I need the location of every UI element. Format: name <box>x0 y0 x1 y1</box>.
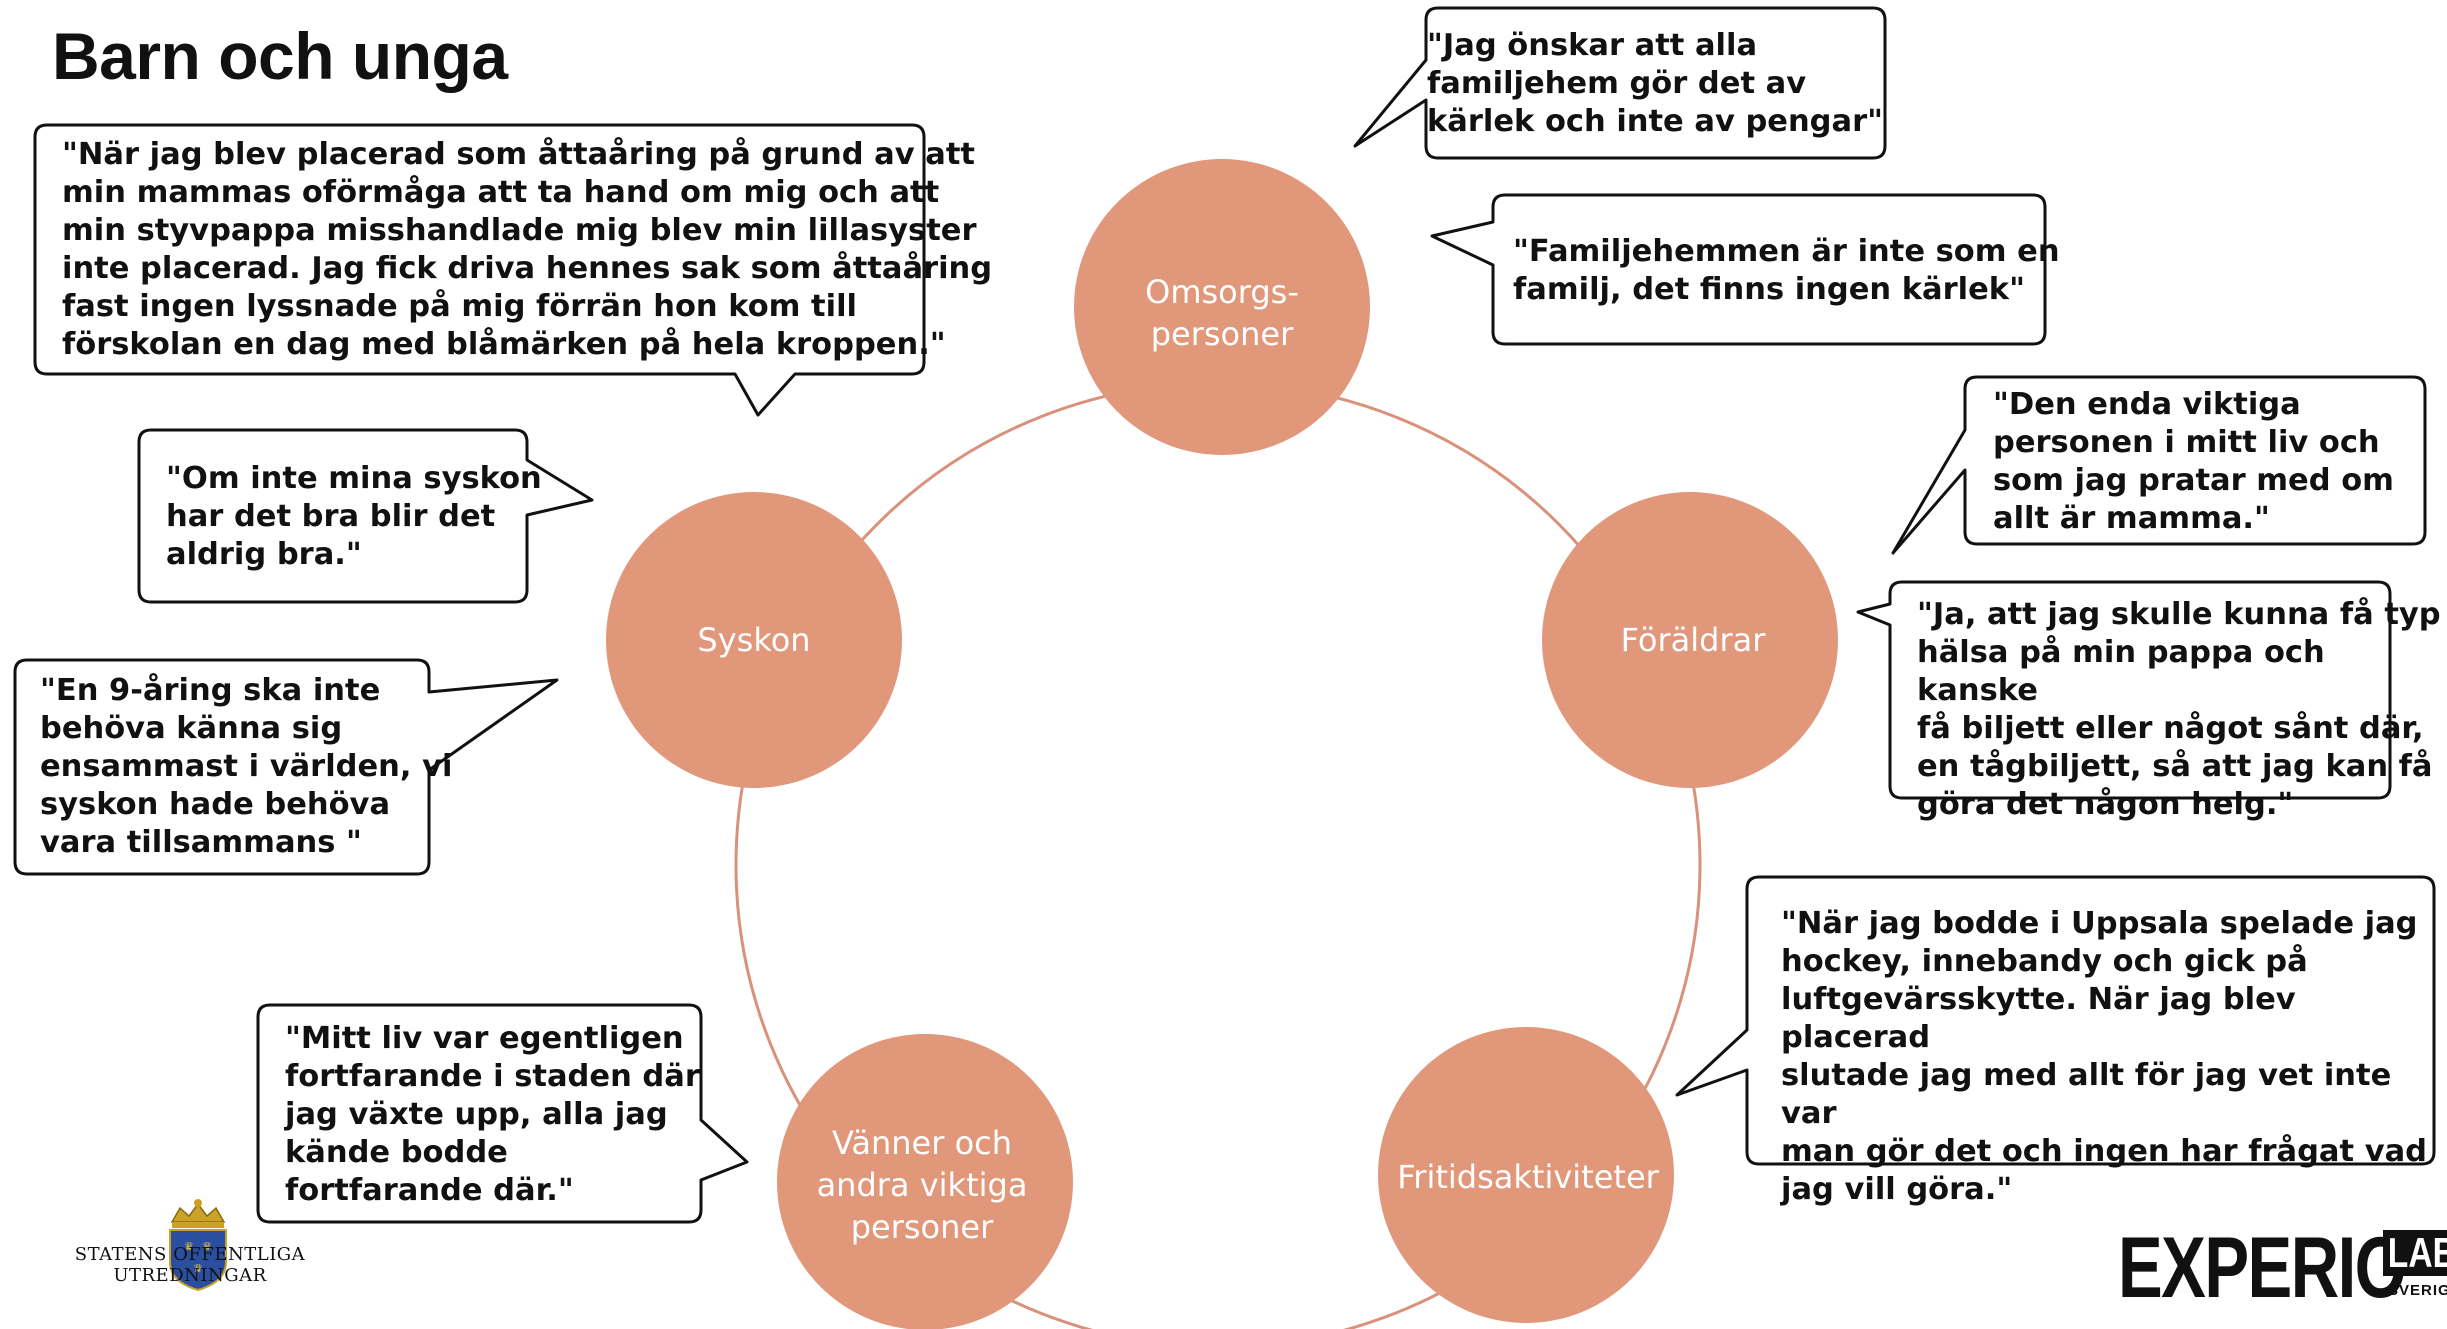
bubble-omsorg-1 <box>1353 6 1887 160</box>
bubble-syskon-1 <box>137 428 594 604</box>
circle-syskon <box>606 492 902 788</box>
bubble-placerad <box>33 123 926 417</box>
quote-syskon-2: "En 9-åring ska inte behöva känna sig en… <box>40 673 453 860</box>
bubble-foraldrar-1 <box>1891 375 2427 555</box>
circle-foraldrar <box>1542 492 1838 788</box>
quote-syskon-1: "Om inte mina syskon har det bra blir de… <box>166 461 542 572</box>
svg-text:♛: ♛ <box>193 1262 203 1275</box>
svg-text:♛: ♛ <box>184 1240 194 1253</box>
experio-logo-word: EXPERIO <box>2118 1220 2407 1316</box>
quote-foraldrar-1: "Den enda viktiga personen i mitt liv oc… <box>1993 387 2394 536</box>
sou-logo-text: STATENS OFFENTLIGA UTREDNINGAR <box>74 1244 306 1286</box>
circle-omsorgspersoner <box>1074 159 1370 455</box>
bubble-vanner-1 <box>256 1003 749 1224</box>
sou-logo: STATENS OFFENTLIGA UTREDNINGAR <box>60 1206 320 1286</box>
circle-label-omsorgspersoner: Omsorgs- personer <box>1145 273 1299 353</box>
circle-label-foraldrar: Föräldrar <box>1620 621 1766 659</box>
bubble-foraldrar-2 <box>1856 580 2392 800</box>
experio-logo-badge: LAB <box>2383 1230 2447 1276</box>
circle-label-fritidsaktiviteter: Fritidsaktiviteter <box>1397 1158 1659 1196</box>
quote-placerad: "När jag blev placerad som åttaåring på … <box>62 137 993 362</box>
circle-fritidsaktiviteter <box>1378 1027 1674 1323</box>
circle-label-vanner: Vänner och andra viktiga personer <box>816 1124 1028 1246</box>
circle-label-syskon: Syskon <box>697 621 811 659</box>
quote-omsorg-2: "Familjehemmen är inte som en familj, de… <box>1513 234 2060 307</box>
quote-foraldrar-2: "Ja, att jag skulle kunna få typ hälsa p… <box>1917 597 2441 822</box>
circle-vanner <box>777 1034 1073 1329</box>
svg-text:♛: ♛ <box>202 1240 212 1253</box>
bubble-fritid-1 <box>1675 875 2436 1166</box>
bubble-omsorg-2 <box>1430 193 2047 346</box>
experio-logo-sub: SVERIGE <box>2388 1282 2447 1299</box>
bubble-syskon-2 <box>13 658 559 876</box>
quote-fritid-1: "När jag bodde i Uppsala spelade jag hoc… <box>1781 906 2427 1207</box>
experio-lab-logo: EXPERIO LAB SVERIGE <box>2118 1218 2447 1329</box>
crown-shield-icon: ♛ ♛ ♛ <box>169 1199 227 1292</box>
quote-omsorg-1: "Jag önskar att alla familjehem gör det … <box>1427 28 1884 139</box>
page-title: Barn och unga <box>52 19 508 93</box>
quote-vanner-1: "Mitt liv var egentligen fortfarande i s… <box>285 1021 700 1208</box>
